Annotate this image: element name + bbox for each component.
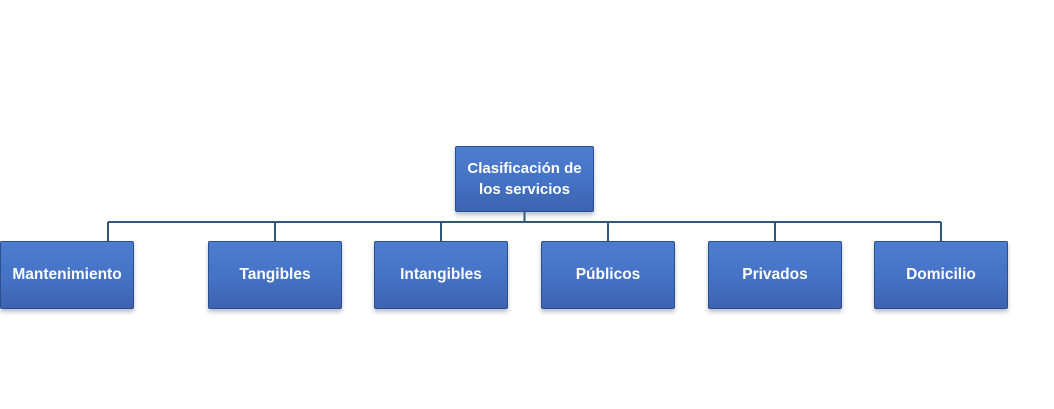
child-node-domicilio: Domicilio [874, 241, 1008, 309]
child-node-privados: Privados [708, 241, 842, 309]
child-node-intangibles: Intangibles [374, 241, 508, 309]
root-node-clasificacion: Clasificación de los servicios [455, 146, 594, 212]
child-node-publicos: Públicos [541, 241, 675, 309]
child-node-mantenimiento: Mantenimiento [0, 241, 134, 309]
child-node-tangibles: Tangibles [208, 241, 342, 309]
